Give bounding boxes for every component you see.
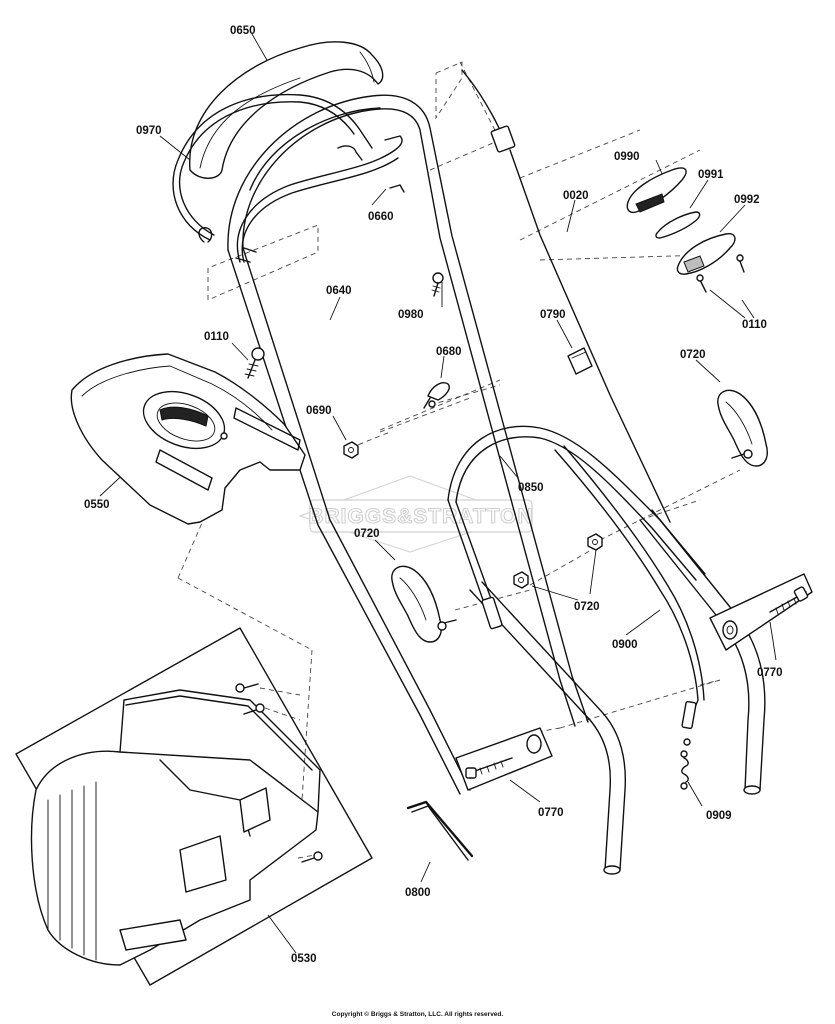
- screw-0980: [431, 272, 444, 297]
- label-0990: 0990: [614, 151, 640, 163]
- knob-bolt-0680: [423, 382, 450, 409]
- upper-handle: [227, 94, 589, 795]
- wire-bail: [235, 135, 405, 263]
- assembly-guides: [177, 61, 741, 859]
- label-0970: 0970: [136, 125, 162, 137]
- spring-0909: [680, 750, 689, 790]
- knob-0720-left: [391, 565, 457, 643]
- bail-0850: [447, 425, 706, 630]
- label-0790: 0790: [540, 309, 566, 321]
- hex-key-0800: [406, 800, 474, 861]
- leader-lines: [99, 33, 777, 954]
- label-0660: 0660: [368, 211, 394, 223]
- cable-0900: [554, 445, 705, 746]
- bolt-kit-mid: [455, 727, 553, 791]
- label-0992: 0992: [734, 194, 760, 206]
- knob-0720-right: [717, 389, 768, 467]
- upper-handle-grip: [189, 41, 384, 179]
- label-0720-mid: 0720: [574, 601, 600, 613]
- screws-right: [696, 254, 744, 282]
- label-0640: 0640: [326, 285, 352, 297]
- rear-cover: [70, 353, 306, 525]
- label-0720-right: 0720: [680, 349, 706, 361]
- grass-bag-assembly: [15, 627, 373, 986]
- label-0110-left: 0110: [204, 331, 229, 343]
- label-0680: 0680: [436, 346, 462, 358]
- part-labels: 0650 0970 0660 0640 0020 0990 0991 0992 …: [84, 25, 783, 965]
- label-0850: 0850: [518, 482, 544, 494]
- watermark-logo: BRIGGS&STRATTON: [298, 475, 533, 553]
- nuts-0720: [513, 533, 603, 589]
- label-0770-mid: 0770: [538, 807, 564, 819]
- control-cable: [461, 69, 671, 523]
- nut-0690: [343, 441, 359, 459]
- speed-control-parts: [626, 167, 745, 293]
- label-0980: 0980: [398, 309, 424, 321]
- label-0020: 0020: [563, 190, 589, 202]
- screw-left: [244, 347, 265, 379]
- label-0900: 0900: [612, 639, 638, 651]
- label-0530: 0530: [291, 953, 317, 965]
- cable-clip-0790: [567, 347, 593, 375]
- label-0690: 0690: [306, 405, 332, 417]
- label-0800: 0800: [405, 887, 431, 899]
- watermark-text: BRIGGS&STRATTON: [308, 505, 533, 528]
- label-0909: 0909: [706, 810, 732, 822]
- label-0550: 0550: [84, 499, 110, 511]
- copyright-notice: Copyright © Briggs & Stratton, LLC. All …: [331, 1011, 504, 1018]
- label-0110-right: 0110: [742, 319, 767, 331]
- label-0770-right: 0770: [757, 667, 783, 679]
- label-0720-left: 0720: [354, 528, 380, 540]
- label-0991: 0991: [698, 169, 724, 181]
- bolt-kit-right: [709, 573, 813, 651]
- label-0650: 0650: [230, 25, 256, 37]
